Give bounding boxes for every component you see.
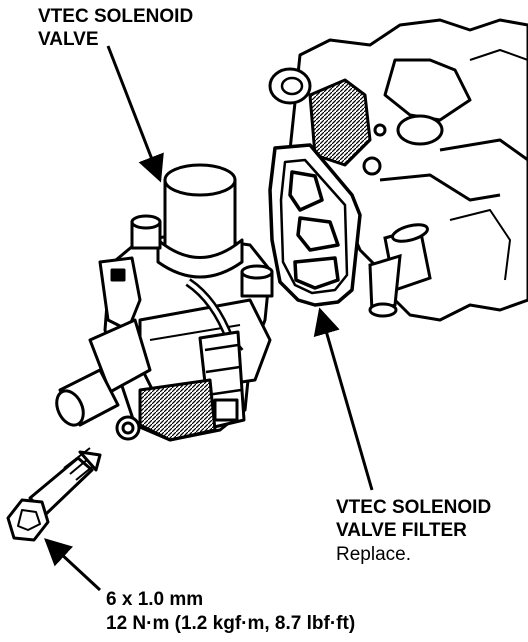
washer	[268, 67, 312, 105]
solenoid-valve-filter-gasket	[268, 143, 362, 307]
solenoid-label-line1: VTEC SOLENOID	[38, 6, 194, 27]
solenoid-leader-arrow	[106, 45, 164, 183]
cylinder-head	[288, 18, 528, 322]
bolt-leader-arrow	[44, 538, 102, 592]
leader-lines	[44, 45, 374, 592]
filter-label-line2: VALVE FILTER	[336, 520, 467, 541]
solenoid-label-line2: VALVE	[38, 29, 99, 50]
solenoid-valve	[55, 163, 274, 442]
mount-bolt-right	[240, 264, 274, 298]
filter-label-line1: VTEC SOLENOID	[336, 497, 492, 518]
filter-leader-arrow	[313, 307, 374, 491]
oil-pipe	[368, 223, 432, 318]
bolt-torque-label: 12 N·m (1.2 kgf·m, 8.7 lbf·ft)	[106, 613, 356, 634]
mount-bolt-left	[130, 214, 162, 250]
mounting-bolt	[6, 447, 102, 542]
bolt-size-label: 6 x 1.0 mm	[106, 589, 204, 610]
filter-note: Replace.	[336, 544, 411, 565]
